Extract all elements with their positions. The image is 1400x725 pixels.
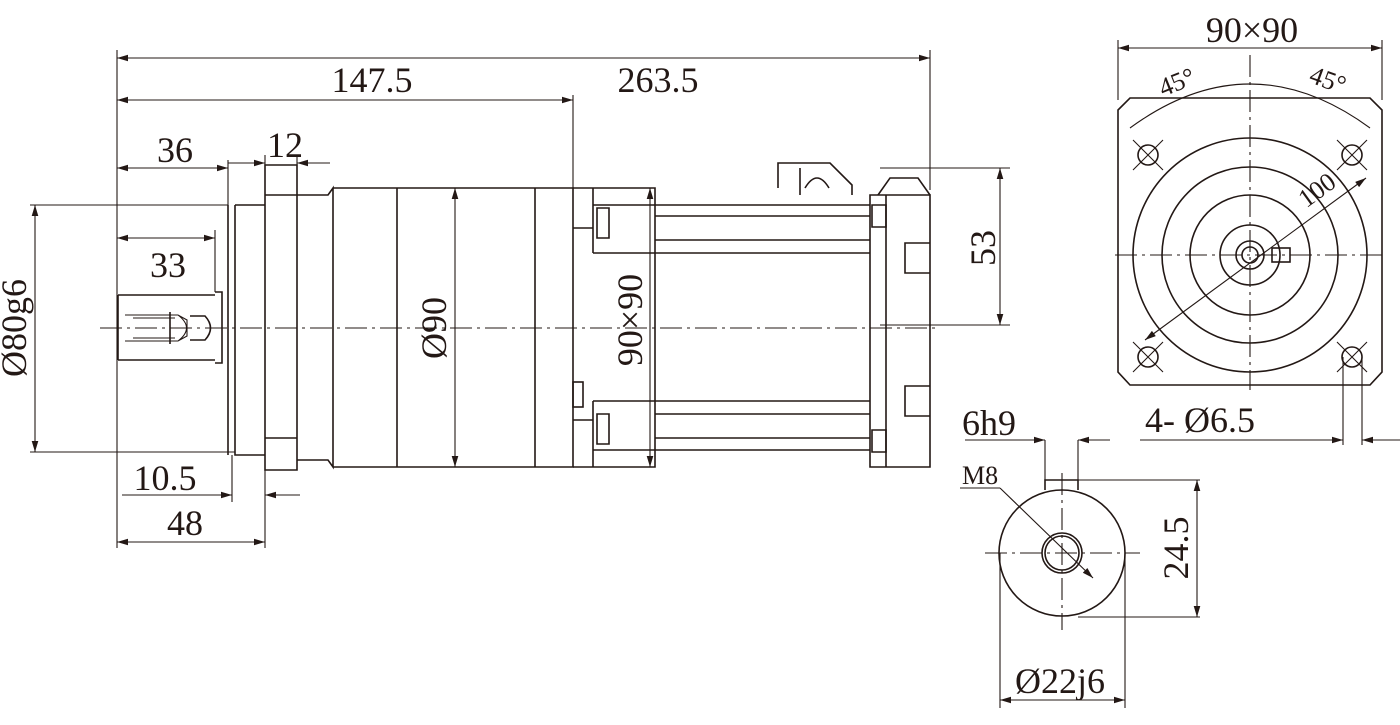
label-angle-left: 45° xyxy=(1155,62,1200,103)
thread-leader xyxy=(999,487,1094,579)
front-view: 90×90 45° 45° 100 4- Ø6.5 xyxy=(1115,10,1400,445)
label-key-length: 33 xyxy=(150,245,186,285)
label-flange-offset: 48 xyxy=(167,503,203,543)
label-pilot-depth: 10.5 xyxy=(134,458,197,498)
motor-endcap xyxy=(869,194,931,468)
flange-square xyxy=(1117,97,1383,386)
motor-rods xyxy=(593,204,870,451)
label-front-square: 90×90 xyxy=(1206,10,1298,50)
side-view: 263.5 147.5 36 12 33 10.5 48 Ø80g6 Ø90 9… xyxy=(0,50,1010,548)
label-shaft-length: 36 xyxy=(157,130,193,170)
label-shaft-diameter: Ø22j6 xyxy=(1015,661,1105,701)
neck xyxy=(297,185,334,470)
label-pilot-diameter: Ø80g6 xyxy=(0,279,34,377)
label-key-height: 24.5 xyxy=(1156,517,1196,580)
adapter xyxy=(573,187,656,468)
flange xyxy=(264,164,298,471)
output-shaft xyxy=(117,294,215,361)
label-thread: M8 xyxy=(962,461,998,490)
label-connector-height: 53 xyxy=(963,230,1003,266)
label-gearbox-length: 147.5 xyxy=(332,60,413,100)
label-holes: 4- Ø6.5 xyxy=(1145,400,1255,440)
label-body-diameter: Ø90 xyxy=(414,297,454,359)
label-motor-square: 90×90 xyxy=(610,274,650,366)
dim-angle-arc xyxy=(1129,83,1371,129)
dim-bolt-circle xyxy=(1144,177,1367,341)
connector xyxy=(777,162,931,196)
label-angle-right: 45° xyxy=(1306,60,1350,100)
pilot xyxy=(215,204,265,456)
shaft-thread xyxy=(125,314,188,342)
label-overall-length: 263.5 xyxy=(618,60,699,100)
shaft-end-view: 6h9 M8 24.5 Ø22j6 xyxy=(960,403,1201,708)
label-key-width: 6h9 xyxy=(962,403,1016,443)
label-flange-thickness: 12 xyxy=(267,125,303,165)
